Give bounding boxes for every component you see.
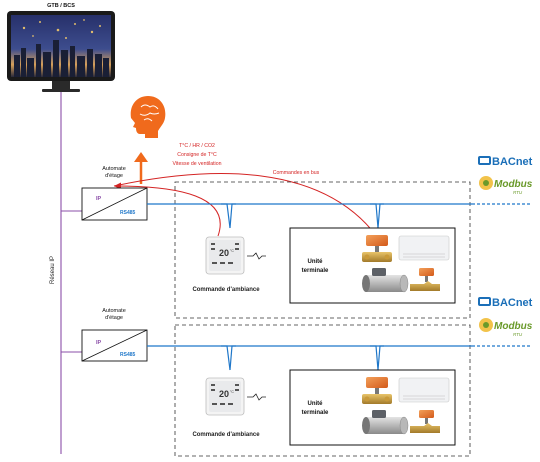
terminal-label-line: Unité xyxy=(308,259,324,265)
zone-boundary xyxy=(174,324,471,457)
brain-head-icon xyxy=(130,96,166,138)
valve-actuator-icon xyxy=(362,235,392,262)
thermostat-display: 20 xyxy=(219,389,229,399)
modbus-sub-text: RTU xyxy=(513,332,523,337)
protocol-logos-1: BACnet Modbus RTU xyxy=(478,156,533,195)
controller-diagonal xyxy=(81,187,148,221)
thermostat-unit: °C xyxy=(230,390,234,394)
duct-damper-icon xyxy=(362,268,409,293)
ip-port-label: IP xyxy=(96,196,102,202)
terminal-label-line: terminale xyxy=(302,268,329,274)
rs485-bus xyxy=(147,345,530,371)
zone-1: 20 °C Commande d'ambiance Unité terminal… xyxy=(147,181,530,319)
ip-port-label: IP xyxy=(96,340,102,346)
floor-controller-1: Automate d'étage IP RS485 xyxy=(81,166,148,221)
ai-up-arrow xyxy=(134,152,148,184)
ai-info-line: Vitesse de ventilation xyxy=(173,161,222,167)
motorized-valve-icon xyxy=(410,410,440,433)
bus-command-arrow xyxy=(113,173,388,252)
duct-damper-icon xyxy=(362,410,409,435)
thermostat-label: Commande d'ambiance xyxy=(192,287,260,293)
controller-diagonal xyxy=(81,329,148,362)
room-thermostat: 20 °C xyxy=(205,377,266,416)
bacnet-logo: BACnet xyxy=(478,156,533,168)
valve-actuator-icon xyxy=(362,377,392,404)
ai-info-line: Consigne de T°C xyxy=(177,152,217,158)
modbus-text: Modbus xyxy=(494,321,533,332)
fan-coil-icon xyxy=(398,235,450,261)
modbus-text: Modbus xyxy=(494,179,533,190)
terminal-label-line: Unité xyxy=(308,401,324,407)
rs485-bus xyxy=(147,203,530,229)
modbus-logo: Modbus RTU xyxy=(479,318,533,337)
zone-2: 20 °C Commande d'ambiance Unité terminal… xyxy=(147,324,530,457)
terminal-label-line: terminale xyxy=(302,410,329,416)
monitor: GTB / BCS xyxy=(7,3,115,92)
thermostat-feedback-arrow xyxy=(114,182,221,237)
thermostat-unit: °C xyxy=(230,249,234,253)
modbus-logo: Modbus RTU xyxy=(479,176,533,195)
bacnet-text: BACnet xyxy=(492,297,533,309)
bacnet-logo: BACnet xyxy=(478,297,533,309)
zone-boundary xyxy=(174,181,471,319)
monitor-label: GTB / BCS xyxy=(47,3,75,9)
protocol-logos-2: BACnet Modbus RTU xyxy=(478,297,533,337)
rs485-port-label: RS485 xyxy=(120,210,136,216)
floor-controller-2: Automate d'étage IP RS485 xyxy=(81,308,148,362)
screen-lights xyxy=(22,19,101,39)
rs485-port-label: RS485 xyxy=(120,352,136,358)
ai-info-line: T°C / HR / CO2 xyxy=(179,143,215,149)
thermostat-display: 20 xyxy=(219,248,229,258)
ai-info-text: T°C / HR / CO2 Consigne de T°C Vitesse d… xyxy=(173,143,222,167)
network-label: Réseau IP xyxy=(50,256,56,284)
thermostat-label: Commande d'ambiance xyxy=(192,432,260,438)
monitor-foot xyxy=(42,89,80,92)
controller-title-line: d'étage xyxy=(105,173,123,179)
city-skyline xyxy=(14,40,109,77)
motorized-valve-icon xyxy=(410,268,440,291)
controller-title-line: Automate xyxy=(102,166,126,172)
fan-coil-icon xyxy=(398,377,450,403)
monitor-neck xyxy=(52,81,70,89)
controller-title-line: Automate xyxy=(102,308,126,314)
ip-network xyxy=(60,92,82,454)
modbus-sub-text: RTU xyxy=(513,190,523,195)
bus-commands-label: Commandes en bus xyxy=(273,170,320,176)
room-thermostat: 20 °C xyxy=(205,236,266,275)
bacnet-text: BACnet xyxy=(492,156,533,168)
controller-title-line: d'étage xyxy=(105,315,123,321)
